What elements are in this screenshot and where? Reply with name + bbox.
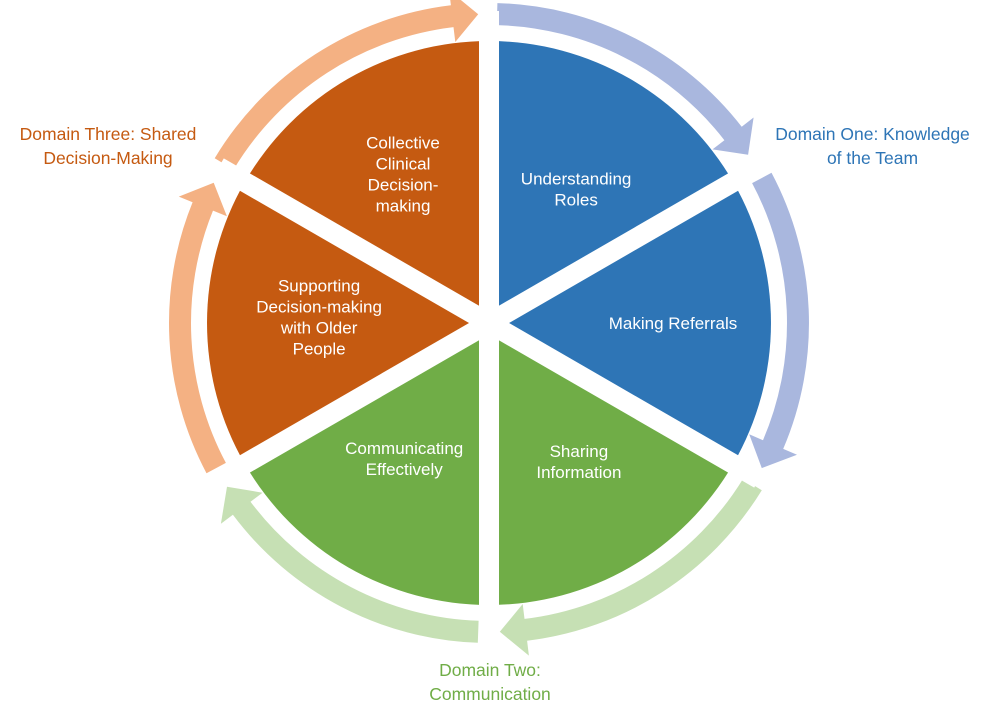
cycle-arrow-domain-three [169,182,227,474]
segment-label-line: Effectively [366,460,444,479]
segment-label-line: Information [536,463,621,482]
segment-label-line: Clinical [376,155,431,174]
segment-label-line: Roles [554,190,597,209]
domain-three-label: Domain Three: Shared Decision-Making [0,122,216,170]
segment-understanding-roles [489,41,734,323]
segment-label-line: Communicating [345,439,463,458]
segment-label-line: Understanding [521,169,632,188]
cycle-arrow-domain-one [496,3,754,155]
cycle-arrow-domain-three [214,0,479,170]
segment-label-line: with Older [280,319,358,338]
segment-label-making-referrals: Making Referrals [609,314,738,333]
domain-one-label: Domain One: Knowledge of the Team [760,122,985,170]
segment-label-line: Sharing [550,442,609,461]
segment-label-line: Making Referrals [609,314,738,333]
segment-separator [484,158,765,332]
cycle-arrow-domain-one [749,172,809,469]
cycle-arrow-domain-two [220,486,479,643]
segment-sharing-information [489,323,734,605]
domain-one-label-line: Domain One: Knowledge [775,124,970,144]
domain-three-label-line: Decision-Making [43,148,173,168]
segment-separator [213,158,494,332]
segment-label-line: People [293,340,346,359]
domain-one-label-line: of the Team [826,148,919,168]
domain-two-label-line: Communication [429,684,551,704]
segment-collective-clinical-decision-making [244,41,489,323]
segment-communicating-effectively [244,323,489,605]
domain-three-label-line: Domain Three: Shared [19,124,197,144]
segment-label-line: Decision- [368,176,439,195]
domain-two-label: Domain Two: Communication [390,658,590,706]
segment-label-line: making [376,197,431,216]
segment-separator [484,314,765,488]
segment-label-line: Collective [366,134,440,153]
segment-making-referrals [489,182,771,464]
cycle-arrow-domain-two [499,478,762,656]
domain-two-label-line: Domain Two: [439,660,541,680]
segment-label-line: Supporting [278,277,360,296]
segment-label-line: Decision-making [256,298,382,317]
segment-supporting-decision-making [207,182,489,464]
segment-separator [213,314,494,488]
